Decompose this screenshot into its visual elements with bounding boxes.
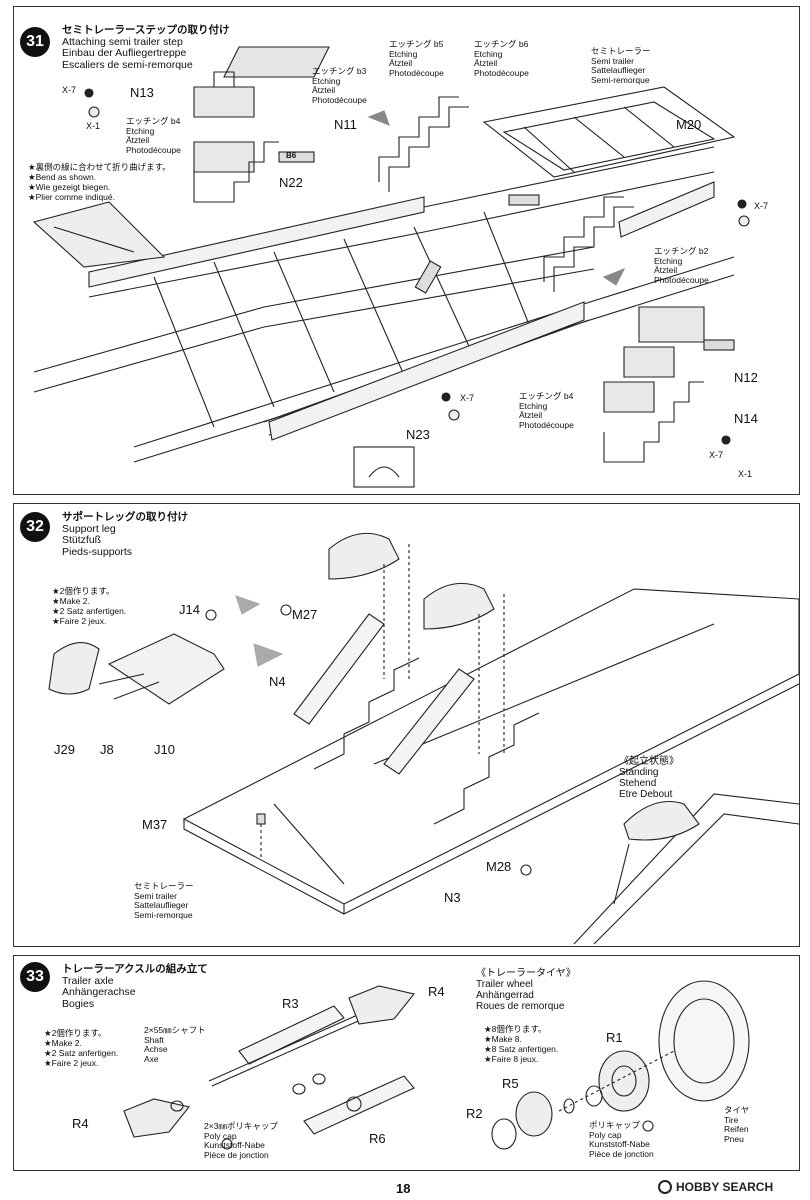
part-m27: M27 — [292, 607, 318, 622]
make-2-note: ★2個作ります。 ★Make 2. ★2 Satz anfertigen. ★F… — [44, 1028, 119, 1068]
part-x1-b: X-1 — [738, 469, 753, 479]
page-number: 18 — [396, 1181, 411, 1196]
polycap-label: ポリキャップ Poly cap Kunststoff-Nabe Pièce de… — [589, 1120, 654, 1159]
part-n4: N4 — [269, 674, 286, 689]
title-jp: トレーラーアクスルの組み立て — [62, 963, 208, 975]
part-j14: J14 — [179, 602, 200, 617]
part-x7-b: X-7 — [460, 393, 475, 403]
etch-tool-b6: B6 — [286, 151, 297, 160]
title-de: Einbau der Aufliegertreppe — [62, 47, 187, 59]
bend-note: ★裏側の線に合わせて折り曲げます。 ★Bend as shown. ★Wie g… — [28, 162, 171, 202]
etching-b2-label: エッチング b2 Etching Ätzteil Photodécoupe — [654, 246, 709, 285]
part-m37: M37 — [142, 817, 168, 832]
title-de: Stützfuß — [62, 534, 102, 546]
title-fr: Bogies — [62, 997, 95, 1010]
etching-b6-label: エッチング b6 Etching Ätzteil Photodécoupe — [474, 39, 529, 78]
title-fr: Pieds-supports — [62, 545, 133, 558]
part-j29: J29 — [54, 742, 75, 757]
tire-label: タイヤ Tire Reifen Pneu — [724, 1105, 750, 1144]
make-8-note: ★8個作ります。 ★Make 8. ★8 Satz anfertigen. ★F… — [484, 1024, 559, 1064]
part-n22: N22 — [279, 175, 303, 190]
title-jp: サポートレッグの取り付け — [62, 511, 188, 523]
step-33-number: 33 — [20, 962, 50, 992]
part-r4-upper: R4 — [428, 984, 445, 999]
title-en: Trailer axle — [62, 974, 114, 987]
step-33-drawing — [123, 980, 750, 1150]
part-j8: J8 — [100, 742, 114, 757]
part-r1: R1 — [606, 1030, 623, 1045]
watermark-logo-icon — [658, 1180, 672, 1194]
etching-b5-label: エッチング b5 Etching Ätzteil Photodécoupe — [389, 39, 444, 78]
standing-label: 《起立状態》 Standing Stehend Etre Debout — [619, 756, 679, 800]
title-fr: Escaliers de semi-remorque — [62, 58, 193, 71]
step-33-panel: 33 トレーラーアクスルの組み立て Trailer axle Anhängera… — [13, 955, 800, 1171]
step-31-drawing — [32, 46, 750, 488]
part-m28: M28 — [486, 859, 512, 874]
part-m20: M20 — [676, 117, 702, 132]
watermark: HOBBY SEARCH — [658, 1180, 773, 1194]
etching-b3-label: エッチング b3 Etching Ätzteil Photodécoupe — [312, 66, 367, 105]
part-x7-d: X-7 — [709, 450, 724, 460]
title-en: Attaching semi trailer step — [62, 35, 183, 48]
title-jp: セミトレーラーステップの取り付け — [62, 24, 230, 36]
trailer-wheel-title: 《トレーラータイヤ》 Trailer wheel Anhängerrad Rou… — [476, 968, 576, 1012]
part-r2: R2 — [466, 1106, 483, 1121]
part-n11: N11 — [334, 117, 357, 132]
part-n14: N14 — [734, 411, 758, 426]
part-n23: N23 — [406, 427, 430, 442]
step-32-drawing — [48, 532, 799, 945]
step-33-title: トレーラーアクスルの組み立て Trailer axle Anhängerachs… — [62, 963, 208, 1010]
polycap-3mm-label: 2×3㎜ポリキャップ Poly cap Kunststoff-Nabe Pièc… — [204, 1121, 278, 1160]
step-31-panel: 31 セミトレーラーステップの取り付け Attaching semi trail… — [13, 6, 800, 495]
part-x1: X-1 — [86, 121, 101, 131]
part-r6: R6 — [369, 1131, 386, 1146]
etching-b4-label: エッチング b4 Etching Ätzteil Photodécoupe — [126, 116, 181, 155]
make-2-note: ★2個作ります。 ★Make 2. ★2 Satz anfertigen. ★F… — [52, 586, 127, 626]
watermark-text: HOBBY SEARCH — [676, 1180, 774, 1194]
title-de: Anhängerachse — [62, 986, 136, 998]
step-32-panel: 32 サポートレッグの取り付け Support leg Stützfuß Pie… — [13, 503, 800, 947]
step-31-number: 31 — [20, 27, 50, 57]
part-x7: X-7 — [62, 85, 77, 95]
step-31-title: セミトレーラーステップの取り付け Attaching semi trailer … — [62, 24, 230, 71]
semi-trailer-label: セミトレーラー Semi trailer Sattelauflieger Sem… — [134, 881, 194, 920]
semi-trailer-label: セミトレーラー Semi trailer Sattelauflieger Sem… — [591, 46, 651, 85]
part-j10: J10 — [154, 742, 175, 757]
part-n13: N13 — [130, 85, 154, 100]
part-n12: N12 — [734, 370, 758, 385]
step-32-number: 32 — [20, 512, 50, 542]
part-x7-c: X-7 — [754, 201, 769, 211]
part-r3: R3 — [282, 996, 299, 1011]
etching-b4-right-label: エッチング b4 Etching Ätzteil Photodécoupe — [519, 391, 574, 430]
shaft-label: 2×55㎜シャフト Shaft Achse Axe — [144, 1025, 206, 1064]
part-r5: R5 — [502, 1076, 519, 1091]
part-r4-lower: R4 — [72, 1116, 89, 1131]
part-n3: N3 — [444, 890, 461, 905]
step-32-title: サポートレッグの取り付け Support leg Stützfuß Pieds-… — [62, 511, 188, 558]
title-en: Support leg — [62, 522, 116, 535]
